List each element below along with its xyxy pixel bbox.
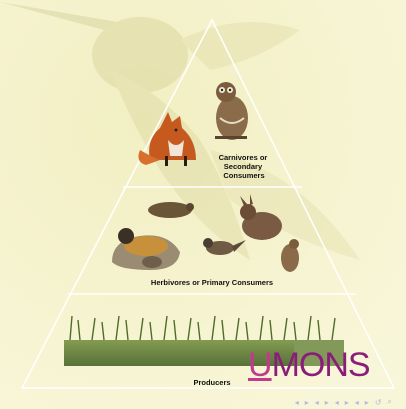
carnivores-label-line: Consumers [223, 171, 264, 180]
nav-prev-icon[interactable]: ▸ [305, 398, 309, 407]
nav-subsection-icon[interactable]: ▸ [325, 398, 329, 407]
nav-section-icon[interactable]: ◂ [315, 398, 319, 407]
nav-back-icon[interactable]: ◂ [355, 398, 359, 407]
nav-forward-icon[interactable]: ▸ [365, 398, 369, 407]
nav-last-icon[interactable]: ▸ [345, 398, 349, 407]
carnivores-label-line: Carnivores or [219, 153, 268, 162]
logo-prefix: U [248, 346, 272, 384]
nav-next-icon[interactable]: ◂ [335, 398, 339, 407]
carnivores-label-line: Secondary [224, 162, 263, 171]
herbivores-label: Herbivores or Primary Consumers [151, 278, 273, 287]
umons-logo: UMONS [248, 348, 370, 382]
producers-label: Producers [193, 378, 230, 387]
nav-first-icon[interactable]: ◂ [295, 398, 299, 407]
nav-undo-icon[interactable]: ↺ [375, 398, 382, 407]
nav-search-icon[interactable]: ⌕ [388, 397, 392, 407]
navigation-bar: ◂ ▸ ◂ ▸ ◂ ▸ ◂ ▸ ↺ ⌕ [92, 396, 392, 408]
logo-suffix: MONS [272, 346, 370, 384]
carnivores-label: Carnivores or Secondary Consumers [219, 153, 270, 180]
